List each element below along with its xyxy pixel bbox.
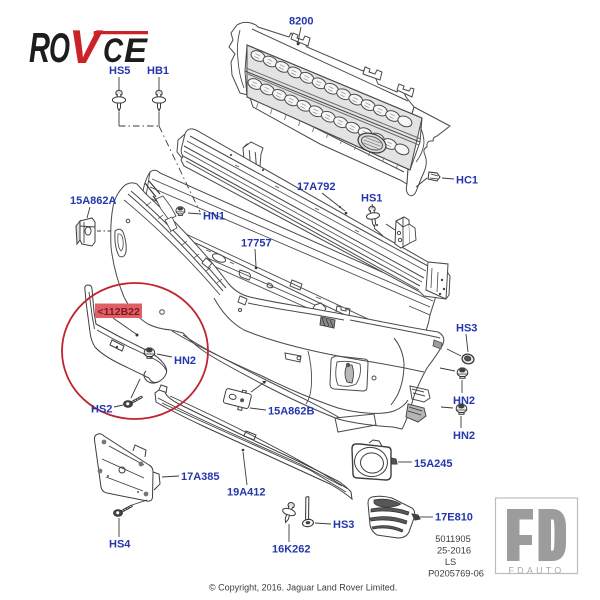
- svg-text:17A792: 17A792: [297, 181, 336, 193]
- svg-text:<112B22: <112B22: [98, 306, 140, 318]
- svg-text:25-2016: 25-2016: [437, 546, 471, 556]
- svg-text:E: E: [124, 32, 148, 70]
- svg-text:HN1: HN1: [203, 211, 225, 223]
- svg-text:15A862A: 15A862A: [70, 195, 117, 207]
- svg-text:HS5: HS5: [109, 65, 130, 77]
- svg-text:HS3: HS3: [333, 519, 354, 531]
- svg-text:O: O: [49, 24, 70, 71]
- svg-text:R: R: [29, 24, 50, 71]
- svg-text:15A862B: 15A862B: [268, 406, 315, 418]
- svg-text:19A412: 19A412: [227, 487, 266, 499]
- svg-text:HS2: HS2: [91, 404, 112, 416]
- svg-text:HN2: HN2: [453, 395, 475, 407]
- svg-text:FDAUTO: FDAUTO: [508, 566, 564, 576]
- svg-text:16K262: 16K262: [272, 544, 311, 556]
- svg-text:17A385: 17A385: [181, 471, 220, 483]
- svg-text:© Copyright, 2016. Jaguar Land: © Copyright, 2016. Jaguar Land Rover Lim…: [209, 583, 397, 593]
- svg-text:HS3: HS3: [456, 323, 477, 335]
- svg-text:HS4: HS4: [109, 539, 131, 551]
- svg-text:HN2: HN2: [174, 355, 196, 367]
- svg-text:15A245: 15A245: [414, 458, 453, 470]
- svg-text:HC1: HC1: [456, 175, 478, 187]
- svg-text:LS: LS: [445, 557, 456, 567]
- svg-text:HB1: HB1: [147, 65, 169, 77]
- svg-text:8200: 8200: [289, 16, 313, 28]
- svg-text:HS1: HS1: [361, 193, 382, 205]
- svg-text:C: C: [103, 32, 123, 70]
- svg-text:17757: 17757: [241, 238, 272, 250]
- svg-text:V: V: [69, 20, 104, 73]
- svg-text:P0205769-06: P0205769-06: [428, 569, 484, 579]
- svg-text:5011905: 5011905: [435, 534, 471, 544]
- svg-text:HN2: HN2: [453, 430, 475, 442]
- svg-text:17E810: 17E810: [435, 512, 473, 524]
